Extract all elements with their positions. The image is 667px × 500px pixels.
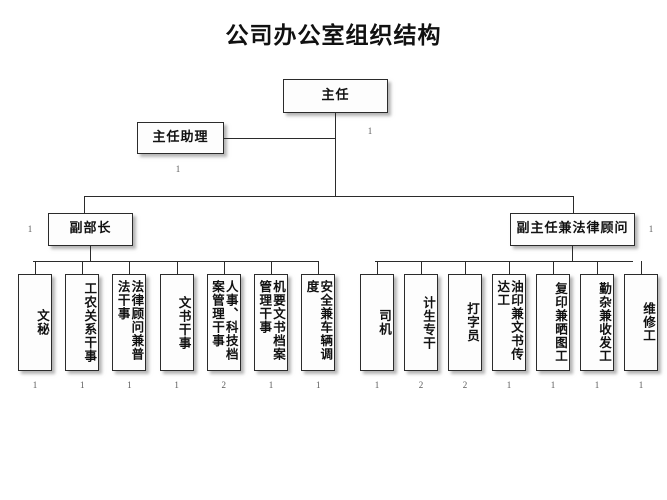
- count-director: 1: [367, 126, 373, 136]
- connector-leaf-stem: [35, 261, 36, 274]
- connector-leaf-stem: [129, 261, 131, 274]
- leaf-node-right-3[interactable]: 油印兼文书传达工: [492, 274, 526, 371]
- leaf-node-count: 2: [462, 380, 468, 390]
- leaf-node-right-2[interactable]: 打字员: [448, 274, 482, 371]
- count-deputy-director-legal: 1: [648, 224, 654, 234]
- count-director-assistant: 1: [175, 164, 181, 174]
- leaf-node-label: 计生专干: [421, 295, 436, 350]
- leaf-node-left-5[interactable]: 机要文书档案管理干事: [254, 274, 288, 371]
- connector-leaf-stem: [509, 261, 510, 274]
- leaf-node-label: 文秘: [35, 309, 50, 336]
- node-director-assistant-label: 主任助理: [152, 129, 209, 145]
- leaf-node-left-3[interactable]: 文书干事: [159, 274, 194, 371]
- leaf-node-count: 1: [374, 380, 380, 390]
- leaf-node-count: 1: [268, 380, 274, 390]
- leaf-node-left-1[interactable]: 工农关系干事: [65, 274, 100, 371]
- connector-director-trunk: [335, 113, 336, 196]
- leaf-node-count: 1: [79, 380, 85, 390]
- connector-right-leaf-bar: [375, 261, 633, 262]
- node-deputy-minister[interactable]: 副部长: [48, 213, 133, 246]
- leaf-node-count: 1: [638, 380, 644, 390]
- connector-leaf-stem: [223, 261, 225, 274]
- leaf-node-right-5[interactable]: 勤杂兼收发工: [580, 274, 614, 371]
- node-director[interactable]: 主任: [283, 79, 388, 113]
- leaf-node-label: 文书干事: [176, 295, 192, 350]
- connector-leaf-stem: [318, 261, 320, 274]
- leaf-node-label: 复印兼晒图工: [553, 282, 568, 363]
- connector-leaf-stem: [597, 261, 598, 274]
- leaf-node-right-1[interactable]: 计生专干: [404, 274, 438, 371]
- leaf-node-label: 打字员: [465, 302, 480, 343]
- connector-left-leaf-bar: [33, 261, 319, 262]
- leaf-node-count: 1: [127, 380, 132, 390]
- connector-leaf-stem: [553, 261, 554, 274]
- node-deputy-director-legal-label: 副主任兼法律顾问: [516, 221, 629, 237]
- leaf-node-count: 1: [174, 380, 179, 390]
- leaf-node-label: 勤杂兼收发工: [597, 282, 612, 363]
- connector-leaf-stem: [271, 261, 272, 274]
- connector-level2-right-drop: [573, 196, 574, 213]
- connector-deputy-minister-drop: [90, 246, 91, 261]
- connector-level2-bar: [84, 196, 573, 197]
- leaf-node-label: 司机: [377, 309, 392, 336]
- connector-leaf-stem: [465, 261, 466, 274]
- node-director-label: 主任: [321, 87, 350, 103]
- leaf-node-label: 法律顾问兼普法干事: [115, 280, 145, 361]
- leaf-node-label: 工农关系干事: [82, 282, 98, 363]
- connector-deputy-director-drop: [572, 246, 573, 261]
- leaf-node-right-6[interactable]: 维修工: [624, 274, 658, 371]
- leaf-node-label: 维修工: [641, 302, 656, 343]
- count-deputy-minister: 1: [27, 224, 33, 234]
- page-title: 公司办公室组织结构: [225, 23, 442, 49]
- leaf-node-left-0[interactable]: 文秘: [18, 274, 52, 371]
- leaf-node-count: 2: [221, 380, 227, 390]
- leaf-node-count: 1: [32, 380, 38, 390]
- leaf-node-left-6[interactable]: 安全兼车辆调度: [301, 274, 336, 371]
- connector-leaf-stem: [82, 261, 84, 274]
- node-deputy-director-legal[interactable]: 副主任兼法律顾问: [510, 213, 635, 246]
- leaf-node-label: 安全兼车辆调度: [304, 280, 334, 361]
- leaf-node-left-2[interactable]: 法律顾问兼普法干事: [112, 274, 147, 371]
- leaf-node-count: 1: [550, 380, 556, 390]
- leaf-node-count: 2: [418, 380, 424, 390]
- leaf-node-label: 油印兼文书传达工: [495, 280, 524, 361]
- connector-leaf-stem: [377, 261, 378, 274]
- leaf-node-label: 机要文书档案管理干事: [257, 280, 286, 361]
- leaf-node-count: 1: [506, 380, 512, 390]
- connector-leaf-stem: [641, 261, 642, 274]
- leaf-node-right-4[interactable]: 复印兼晒图工: [536, 274, 570, 371]
- connector-assistant-to-trunk: [224, 138, 336, 139]
- connector-leaf-stem: [421, 261, 422, 274]
- leaf-node-count: 1: [594, 380, 600, 390]
- leaf-node-right-0[interactable]: 司机: [360, 274, 394, 371]
- node-director-assistant[interactable]: 主任助理: [137, 122, 224, 154]
- leaf-node-left-4[interactable]: 人事、科技档案管理干事: [206, 274, 241, 371]
- node-deputy-minister-label: 副部长: [69, 221, 112, 237]
- connector-leaf-stem: [176, 261, 178, 274]
- leaf-node-count: 1: [315, 380, 321, 390]
- leaf-node-label: 人事、科技档案管理干事: [210, 280, 239, 361]
- connector-level2-left-drop: [84, 196, 85, 213]
